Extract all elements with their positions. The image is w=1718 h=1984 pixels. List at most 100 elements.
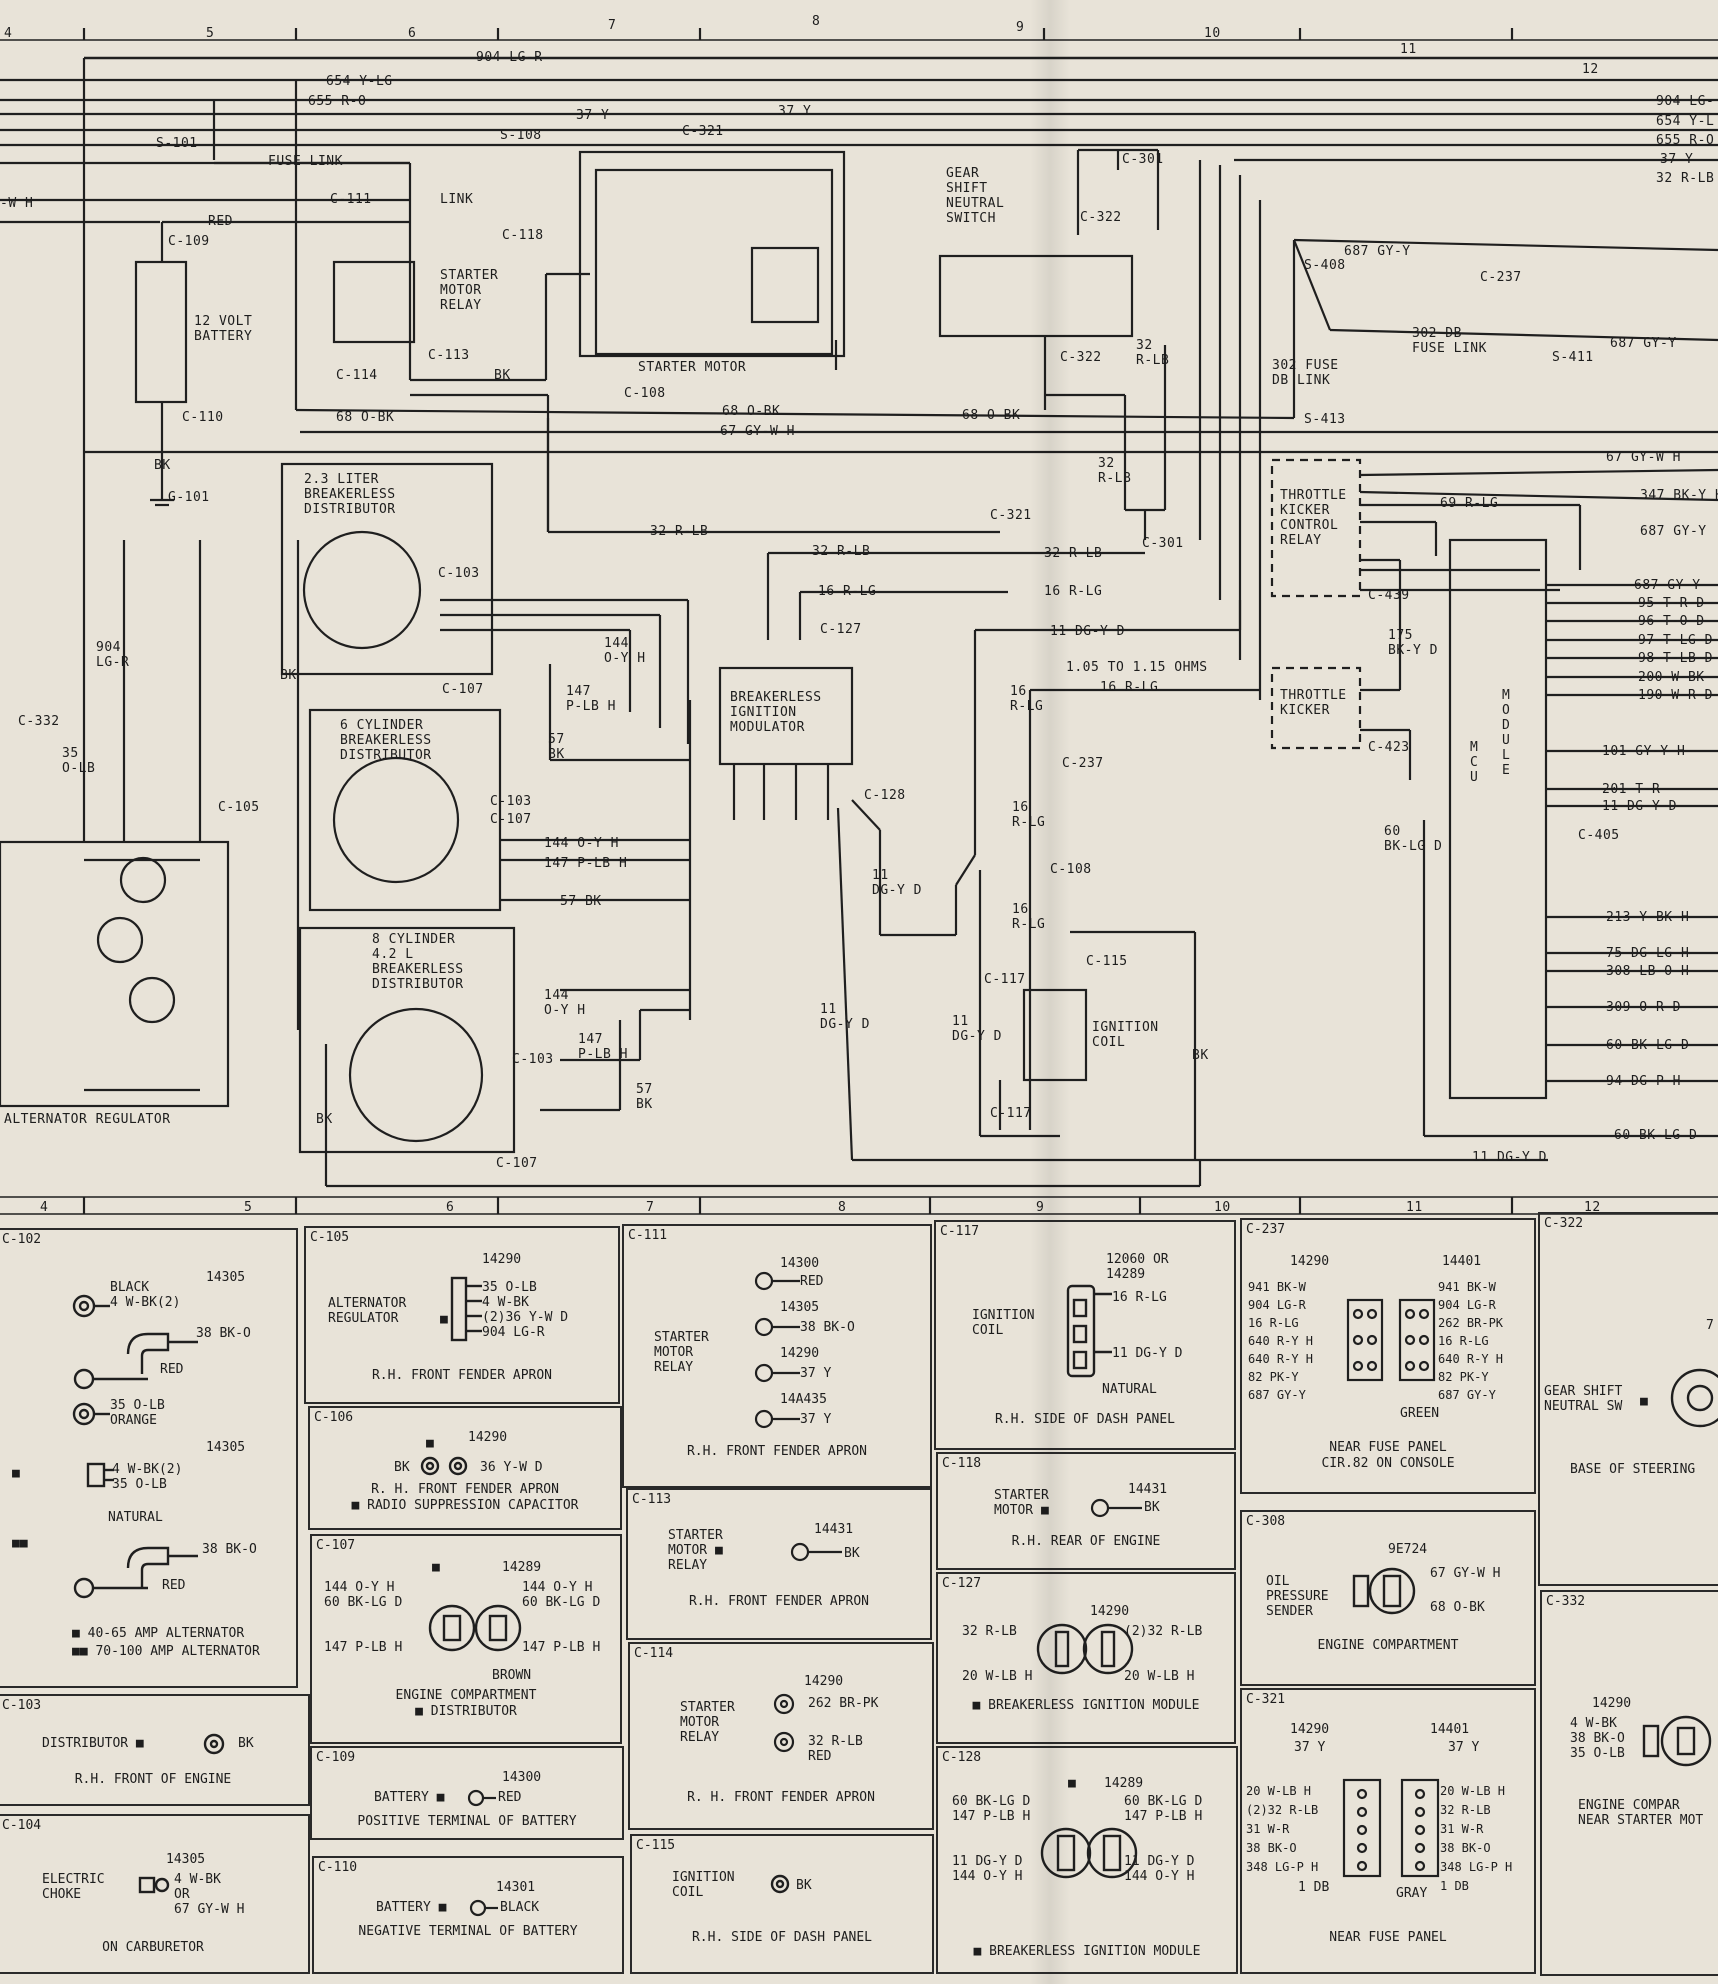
wire-label-32rlb: 32 R-LB [1136,338,1170,368]
connector-icon [1346,1298,1436,1382]
wire-label-687: 687 GY-Y [1344,244,1411,259]
splice-s411: S-411 [1552,350,1594,365]
gear-shift-switch-label: GEAR SHIFT NEUTRAL SWITCH [946,166,1005,226]
alternator-regulator-label: ALTERNATOR REGULATOR [4,1112,171,1127]
wire-callout: BLACK [500,1900,540,1915]
wire-label-67: 67 GY-W H [720,424,795,439]
wire-callout: 60 BK-LG D 147 P-LB H 11 DG-Y D 144 O-Y … [952,1794,1031,1884]
component-label: OIL PRESSURE SENDER [1266,1574,1329,1619]
mcu-pin: 96 T-O D [1638,614,1705,629]
wire-callout: 68 O-BK [1430,1600,1485,1615]
wire-label-11: 11 DG-Y D [1050,624,1125,639]
location-caption: R. H. FRONT FENDER APRON [687,1790,875,1805]
connector-box-c308: C-308 9E724 OIL PRESSURE SENDER 67 GY-W … [1240,1510,1536,1686]
connector-box-c237: C-237 14290 14401 941 BK-W 904 LG-R 16 R… [1240,1218,1536,1494]
connector-c118: C-118 [502,228,544,243]
resistance-label: 1.05 TO 1.15 OHMS [1066,660,1208,675]
mcu-pin: 309 O-R D [1606,1000,1681,1015]
connector-icon [1066,1284,1112,1378]
wire-label-32rlb: 32 R-LB [1044,546,1103,561]
connector-box-c106: C-106 14290 ■ BK 36 Y-W D R. H. FRONT FE… [308,1406,622,1530]
location-caption: R.H. FRONT FENDER APRON [688,1594,869,1609]
wire-callout: RED [162,1578,186,1593]
wire-callout: 4 W-BK 38 BK-O 35 O-LB [1570,1716,1625,1761]
wire-callout: 1 DB [1298,1880,1330,1895]
marker: ■ [440,1312,448,1327]
connector-c111: C-111 [330,192,372,207]
fuse-link-302-db: 302 FUSE DB LINK [1272,358,1339,388]
connector-c237: C-237 [1062,756,1104,771]
wire-label-68: 68 O-BK [962,408,1021,423]
wire-label-11: 11 DG-Y D [820,1002,870,1032]
connector-icon [1352,1567,1416,1615]
connector-box-c114: C-114 STARTER MOTOR RELAY 14290 262 BR-P… [628,1642,934,1830]
connector-id: C-117 [940,1224,980,1239]
distributor-8-label: 8 CYLINDER 4.2 L BREAKERLESS DISTRIBUTOR [372,932,464,992]
wire-label-57: 57 BK [636,1082,653,1112]
connector-icon [1642,1715,1712,1767]
wire-label-37y: 37 Y [576,108,610,123]
component-label: STARTER MOTOR RELAY [680,1700,735,1745]
terminal-icon [469,1899,498,1917]
marker: ■■ [12,1536,28,1551]
connector-box-c117: C-117 12060 OR 14289 IGNITION COIL 16 R-… [934,1220,1236,1450]
grid-number: 6 [408,26,417,41]
wire-label-147: 147 P-LB H [544,856,628,871]
component-label: GEAR SHIFT NEUTRAL SW [1544,1384,1623,1414]
wire-callout: BK [844,1546,860,1561]
mcu-pin: 213 Y-BK H [1606,910,1690,925]
connector-c127: C-127 [820,622,862,637]
wire-label-687: 687 GY-Y [1640,524,1707,539]
grid-number: 9 [1016,20,1025,35]
marker: ■ [1068,1776,1076,1791]
grid-number: 4 [4,26,13,41]
mcu-pin: 687 GY-Y [1634,578,1701,593]
ignition-coil-label: IGNITION COIL [1092,1020,1159,1050]
location-caption: ■ BREAKERLESS IGNITION MODULE [972,1698,1200,1713]
connector-c237: C-237 [1480,270,1522,285]
connector-c115: C-115 [1086,954,1128,969]
part-number: 14401 [1442,1254,1482,1269]
grid-number: 5 [244,1200,253,1215]
wire-label-37-right: 37 Y [1660,152,1694,167]
connector-id: C-106 [314,1410,354,1425]
breakerless-modulator-label: BREAKERLESS IGNITION MODULATOR [730,690,822,735]
location-caption: POSITIVE TERMINAL OF BATTERY [357,1814,577,1829]
wire-label-904-right: 904 LG- [1656,94,1715,109]
connector-box-c102: C-102 14305 BLACK 4 W-BK(2) 38 BK-O RED … [0,1228,298,1688]
part-number: 14290 [1090,1604,1130,1619]
wire-label-904: 904 LG-R [476,50,543,65]
connector-box-c107: C-107 ■ 14289 144 O-Y H 60 BK-LG D 147 P… [310,1534,622,1744]
link-label: LINK [440,192,474,207]
mcu-pin: 201 T-R [1602,782,1661,797]
wire-label-16rlg: 16 R-LG [1044,584,1103,599]
connector-c103: C-103 [438,566,480,581]
wire-callout: RED [800,1274,824,1289]
location-caption: ENGINE COMPARTMENT [1317,1638,1459,1653]
wire-callout: 11 DG-Y D [1112,1346,1183,1361]
wire-callout: NATURAL [1102,1382,1157,1397]
wire-label-655-right: 655 R-O [1656,133,1715,148]
location-caption: NEAR FUSE PANEL CIR.82 ON CONSOLE [1321,1440,1455,1471]
connector-c439: C-439 [1368,588,1410,603]
wire-callout: 60 BK-LG D 147 P-LB H 11 DG-Y D 144 O-Y … [1124,1794,1203,1884]
terminal-icon [790,1542,842,1562]
wire-callout: 20 W-LB H 32 R-LB 31 W-R 38 BK-O 348 LG-… [1440,1784,1513,1893]
connector-c108: C-108 [624,386,666,401]
connector-c301: C-301 [1142,536,1184,551]
connector-id: C-127 [942,1576,982,1591]
location-caption: R.H. SIDE OF DASH PANEL [994,1412,1175,1427]
connector-id: C-128 [942,1750,982,1765]
grid-number: 7 [608,18,617,33]
connector-c301: C-301 [1122,152,1164,167]
location-caption: R. H. FRONT FENDER APRON ■ RADIO SUPPRES… [351,1482,579,1513]
mcu-pin: 97 T-LG D [1638,633,1713,648]
connector-id: C-113 [632,1492,672,1507]
terminal-icon [138,1876,170,1894]
marker: ■ [1640,1394,1648,1409]
wire-callout: BROWN [492,1668,532,1683]
splice-s413: S-413 [1304,412,1346,427]
grid-number: 10 [1214,1200,1231,1215]
part-number: 14305 [206,1440,246,1455]
wire-callout: 37 Y [1448,1740,1480,1755]
